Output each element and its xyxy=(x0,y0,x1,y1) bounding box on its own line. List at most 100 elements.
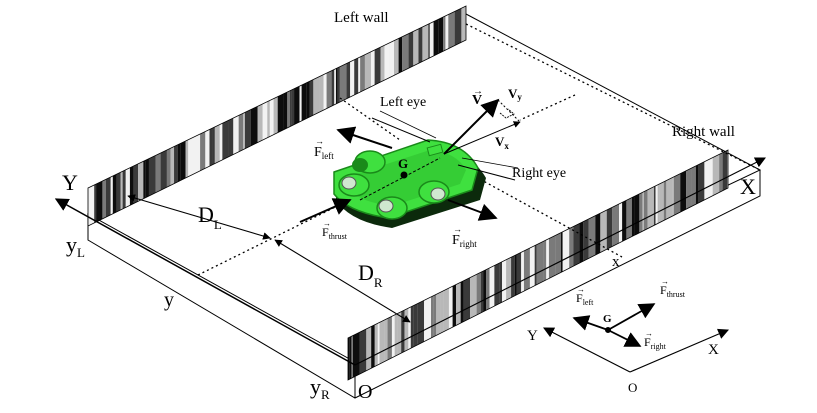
f-thrust-label-sub: thrust xyxy=(329,232,348,241)
wall-stripe xyxy=(429,21,434,58)
wall-stripe xyxy=(331,69,335,107)
wall-stripe xyxy=(319,74,324,112)
robot-wheel-front-right xyxy=(418,180,450,204)
world-axes xyxy=(54,157,766,366)
wall-stripe xyxy=(354,57,359,95)
wall-stripe xyxy=(631,196,635,237)
wall-stripe xyxy=(371,324,375,369)
f-right-label: Fright xyxy=(452,233,477,249)
wall-stripe xyxy=(443,288,449,332)
wall-stripe xyxy=(374,323,378,367)
wall-stripe xyxy=(129,166,134,206)
right-eye-ray xyxy=(457,164,516,181)
wall-stripe xyxy=(326,70,332,109)
wall-stripe xyxy=(219,123,223,162)
wall-stripe xyxy=(185,139,189,179)
wall-stripe xyxy=(422,24,429,62)
wall-stripe xyxy=(543,239,547,282)
wall-stripe xyxy=(698,161,705,203)
vy-label-base: V xyxy=(508,86,518,101)
wall-stripe xyxy=(294,86,300,125)
f-left-vec-glyph: → xyxy=(315,136,324,146)
y-l-base: y xyxy=(66,232,77,257)
wall-stripe xyxy=(642,191,645,232)
f-thrust-vec-glyph: → xyxy=(323,219,331,228)
wall-stripe xyxy=(569,226,574,269)
wall-stripe xyxy=(209,128,213,167)
wall-stripe xyxy=(116,172,121,213)
wall-stripe xyxy=(337,66,340,104)
wall-stripe xyxy=(408,306,411,350)
wall-stripe xyxy=(277,93,284,133)
wall-stripe xyxy=(647,186,654,229)
inset-f-left-arrow xyxy=(572,315,609,331)
dr-label: DR xyxy=(358,260,383,290)
inset-origin-label: O xyxy=(628,380,637,395)
wall-stripe xyxy=(428,23,430,59)
wall-stripe xyxy=(536,241,544,285)
wall-stripe xyxy=(335,67,338,104)
y-l-label: yL xyxy=(66,232,85,260)
wall-stripe xyxy=(301,82,307,121)
wall-stripe xyxy=(452,284,456,328)
wall-stripe xyxy=(125,169,128,208)
left-wall xyxy=(87,5,467,227)
f-thrust-label: Fthrust xyxy=(322,225,348,241)
wall-stripe xyxy=(377,322,380,365)
velocity-label-base: V xyxy=(472,93,482,108)
wall-stripe xyxy=(606,207,613,250)
wall-stripe xyxy=(127,167,130,207)
f-left-arrow xyxy=(336,126,393,149)
wall-stripe xyxy=(680,170,687,213)
wall-stripe xyxy=(424,298,429,342)
wall-stripe xyxy=(546,238,549,280)
wall-stripe xyxy=(502,259,507,303)
robot-wheel-rear-right xyxy=(376,196,408,220)
wall-stripe xyxy=(612,203,620,247)
wall-stripe xyxy=(200,131,206,171)
wall-stripe xyxy=(463,277,471,322)
wall-stripe xyxy=(455,282,461,326)
wall-stripe xyxy=(408,31,414,69)
wall-stripe xyxy=(398,36,403,74)
dr-base: D xyxy=(358,260,374,285)
vx-label-base: V xyxy=(495,134,505,149)
f-left-label-base: F xyxy=(314,145,322,160)
wall-stripe xyxy=(145,158,149,198)
wall-stripe xyxy=(476,272,481,316)
wall-stripe xyxy=(560,231,563,273)
wall-stripe xyxy=(521,250,524,293)
wall-stripe xyxy=(177,143,181,182)
left-eye-label: Left eye xyxy=(380,95,426,110)
wall-stripe xyxy=(228,118,234,157)
right-eye-label: Right eye xyxy=(512,166,566,181)
wall-stripe xyxy=(205,129,210,169)
wall-stripe xyxy=(489,265,495,309)
wall-stripe xyxy=(443,15,446,52)
inset-f-right-sub: right xyxy=(651,342,667,351)
wall-stripe xyxy=(379,319,385,365)
wall-stripe xyxy=(397,311,402,356)
right-wall xyxy=(347,149,729,381)
inset-f-thrust-arrow xyxy=(607,303,656,331)
wall-stripe xyxy=(352,332,360,378)
wall-stripe xyxy=(583,218,589,262)
wall-stripe xyxy=(655,184,658,225)
wall-stripe xyxy=(122,169,126,209)
wall-stripe xyxy=(555,232,561,276)
f-right-label-sub: right xyxy=(460,239,477,249)
wall-stripe xyxy=(339,63,347,103)
wall-stripe xyxy=(309,79,314,117)
wall-stripe xyxy=(143,160,146,199)
origin-label: O xyxy=(358,381,372,403)
wall-stripe xyxy=(188,136,194,177)
wall-stripe xyxy=(663,180,667,221)
wall-stripe xyxy=(486,268,490,311)
wall-stripe xyxy=(695,164,699,205)
wall-stripe xyxy=(88,185,95,226)
wall-stripe xyxy=(94,184,97,223)
wall-stripe xyxy=(438,17,444,54)
center-of-mass-dot xyxy=(400,171,408,179)
inset-f-left-label: Fleft xyxy=(576,291,594,307)
wall-stripe xyxy=(719,152,723,193)
